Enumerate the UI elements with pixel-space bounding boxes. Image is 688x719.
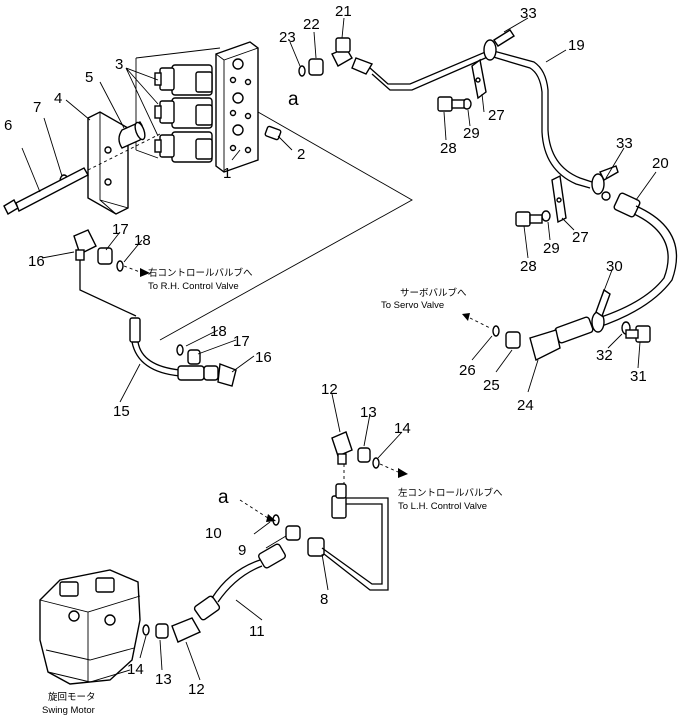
- o-ring-18-top: [116, 260, 124, 272]
- bolt-31: [625, 325, 651, 343]
- label-part-15: 15: [113, 403, 130, 420]
- destination-arrows: [123, 265, 491, 522]
- lh-control-valve-jp: 左コントロールバルブへ: [398, 487, 503, 499]
- part-number-labels: 1 2 3 4 5 6 7 8 9 10 11 12 12 13 13 14 1…: [4, 3, 669, 698]
- label-part-4: 4: [54, 90, 62, 107]
- o-ring-26: [492, 325, 500, 337]
- label-part-25: 25: [483, 377, 500, 394]
- connection-mark-top: a: [288, 89, 299, 110]
- bottom-pipe-group: [142, 431, 389, 643]
- label-part-26: 26: [459, 362, 476, 379]
- label-part-33-top: 33: [520, 5, 537, 22]
- label-part-3: 3: [115, 56, 123, 73]
- connector-13-top: [357, 447, 371, 463]
- label-part-31: 31: [630, 368, 647, 385]
- destination-labels: 右コントロールバルブへ To R.H. Control Valve サーボバルブ…: [42, 267, 503, 716]
- solenoid-coil-top: [154, 64, 213, 96]
- elbow-12-bottom: [171, 617, 201, 643]
- connector-22: [308, 58, 324, 76]
- label-part-22: 22: [303, 16, 320, 33]
- rh-control-valve-jp: 右コントロールバルブへ: [148, 267, 253, 279]
- spacer-collar: [118, 121, 146, 149]
- connector-17-top: [97, 247, 113, 265]
- label-part-14-top: 14: [394, 420, 411, 437]
- label-part-12-bottom: 12: [188, 681, 205, 698]
- label-part-16-top: 16: [28, 253, 45, 270]
- label-part-24: 24: [517, 397, 534, 414]
- label-part-2: 2: [297, 146, 305, 163]
- label-part-6: 6: [4, 117, 12, 134]
- label-part-28-bottom: 28: [520, 258, 537, 275]
- label-part-17-bottom: 17: [233, 333, 250, 350]
- swing-motor-en: Swing Motor: [42, 705, 95, 716]
- plug: [264, 125, 282, 141]
- o-ring-23: [298, 65, 306, 77]
- hose-15-group: [73, 111, 413, 387]
- bracket-27-lower: [551, 174, 567, 224]
- solenoid-coil-bottom: [154, 131, 213, 163]
- label-part-29-top: 29: [463, 125, 480, 142]
- connector-13-bottom: [155, 623, 169, 639]
- washer-29-lower: [541, 210, 551, 222]
- label-part-14-bottom: 14: [127, 661, 144, 678]
- elbow-12-top: [331, 431, 353, 465]
- label-part-5: 5: [85, 69, 93, 86]
- clamp-30: [591, 288, 611, 333]
- label-part-33-lower: 33: [616, 135, 633, 152]
- bolt-28-lower: [515, 211, 543, 227]
- swing-motor: [39, 569, 141, 685]
- label-part-28-top: 28: [440, 140, 457, 157]
- connector-25: [505, 331, 521, 349]
- label-part-23: 23: [279, 29, 296, 46]
- connector-9: [285, 525, 301, 541]
- bracket-27-top: [471, 58, 487, 100]
- lh-control-valve-en: To L.H. Control Valve: [398, 501, 487, 512]
- label-part-18-top: 18: [134, 232, 151, 249]
- label-part-13-bottom: 13: [155, 671, 172, 688]
- elbow-24: [529, 329, 561, 362]
- label-part-9: 9: [238, 542, 246, 559]
- label-part-27-bottom: 27: [572, 229, 589, 246]
- label-part-18-bottom: 18: [210, 323, 227, 340]
- label-part-10: 10: [205, 525, 222, 542]
- label-part-32: 32: [596, 347, 613, 364]
- label-part-12-top: 12: [321, 381, 338, 398]
- solenoid-valve-group: [3, 41, 282, 215]
- label-part-16-bottom: 16: [255, 349, 272, 366]
- rh-control-valve-en: To R.H. Control Valve: [148, 281, 239, 292]
- clamp-33-top: [483, 29, 515, 61]
- label-part-1: 1: [223, 165, 231, 182]
- valve-block: [215, 41, 259, 173]
- label-part-13-top: 13: [360, 404, 377, 421]
- label-part-17-top: 17: [112, 221, 129, 238]
- label-part-11: 11: [249, 623, 265, 640]
- connection-mark-bottom: a: [218, 487, 229, 508]
- servo-valve-jp: サーボバルブへ: [400, 287, 467, 299]
- connector-17-bottom: [187, 349, 201, 365]
- label-part-7: 7: [33, 99, 41, 116]
- label-part-19: 19: [568, 37, 585, 54]
- elbow-16-top: [73, 229, 97, 261]
- label-part-29-bottom: 29: [543, 240, 560, 257]
- clamp-33-lower: [591, 165, 619, 201]
- o-ring-18-bottom: [176, 344, 184, 356]
- solenoid-coil-middle: [154, 97, 213, 129]
- elbow-21: [331, 37, 353, 67]
- leader-lines: [21, 17, 657, 681]
- label-part-21: 21: [335, 3, 352, 20]
- bracket: [87, 111, 129, 215]
- label-part-30: 30: [606, 258, 623, 275]
- label-part-27-top: 27: [488, 107, 505, 124]
- top-pipe-group: [298, 29, 619, 227]
- bolt-28-top: [437, 96, 465, 112]
- swing-motor-jp: 旋回モータ: [48, 691, 96, 703]
- bolt: [3, 167, 89, 215]
- o-ring-14-top: [372, 457, 380, 469]
- o-ring-14-bottom: [142, 624, 150, 636]
- servo-valve-en: To Servo Valve: [381, 300, 444, 311]
- hose-assembly-right: [492, 192, 678, 362]
- label-part-20: 20: [652, 155, 669, 172]
- label-part-8: 8: [320, 591, 328, 608]
